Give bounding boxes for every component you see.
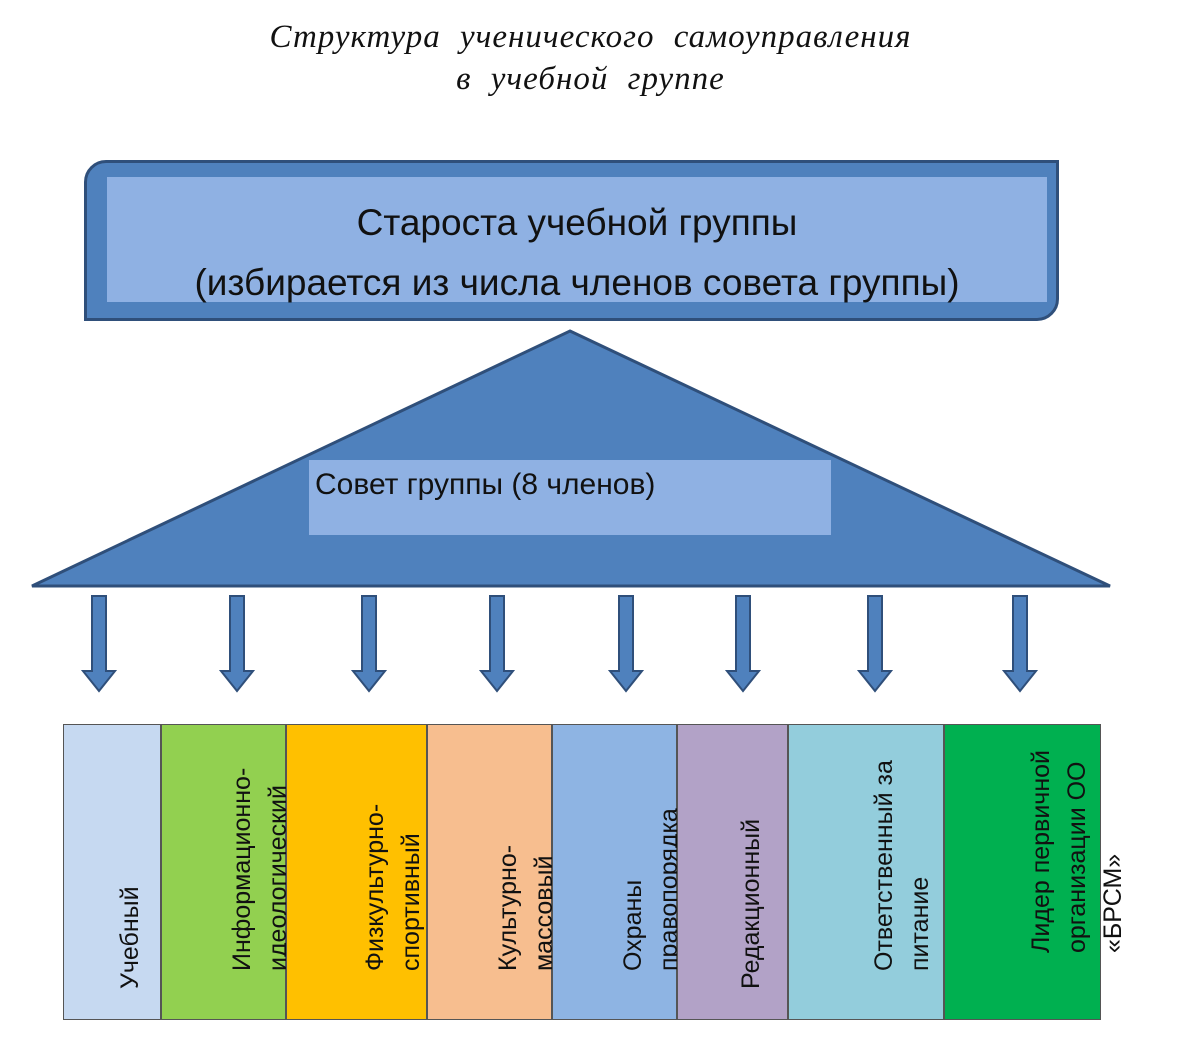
- down-arrow-2: [218, 595, 256, 693]
- committee-label-line: организации ОО: [1062, 761, 1091, 953]
- committee-label: Информационно-идеологический: [224, 768, 296, 971]
- committee-label: Редакционный: [733, 819, 769, 989]
- committee-label: Ответственный за питание: [866, 760, 938, 971]
- committee-label-line: Культурно-: [493, 844, 522, 971]
- group-head-inner: Староста учебной группы (избирается из ч…: [107, 177, 1047, 303]
- council-box: Совет группы (8 членов): [309, 460, 831, 535]
- down-arrow-8: [1001, 595, 1039, 693]
- committee-label-line: спортивный: [396, 833, 425, 971]
- committee-label: Учебный: [112, 886, 148, 989]
- committee-label-line: Информационно-: [227, 767, 256, 971]
- arrows-group: [80, 595, 1039, 693]
- committee-column-6: Редакционный: [677, 724, 788, 1020]
- committee-label-line: Ответственный за: [870, 760, 898, 971]
- down-arrow-1: [80, 595, 118, 693]
- committee-label: Физкультурно-спортивный: [357, 804, 429, 971]
- down-arrow-6: [724, 595, 762, 693]
- council-triangle: [31, 329, 1111, 588]
- group-head-text: Староста учебной группы (избирается из ч…: [107, 193, 1047, 313]
- group-head-line-2: (избирается из числа членов совета групп…: [194, 262, 960, 303]
- down-arrow-5: [607, 595, 645, 693]
- diagram-title: Структура ученического самоуправления в …: [0, 16, 1181, 100]
- council-label: Совет группы (8 членов): [315, 468, 656, 501]
- committee-label-line: питание: [906, 876, 934, 971]
- down-arrow-7: [856, 595, 894, 693]
- title-line-2: в учебной группе: [456, 61, 725, 97]
- down-arrow-4: [478, 595, 516, 693]
- committee-column-3: Физкультурно-спортивный: [286, 724, 427, 1020]
- group-head-box: Староста учебной группы (избирается из ч…: [84, 160, 1059, 321]
- committee-label: Культурно-массовый: [490, 845, 562, 971]
- committee-label-line: Лидер первичной: [1026, 749, 1055, 953]
- committee-column-7: Ответственный за питание: [788, 724, 944, 1020]
- committee-label-line: Физкультурно-: [360, 803, 389, 971]
- down-arrow-3: [350, 595, 388, 693]
- committee-label-line: Учебный: [116, 886, 144, 989]
- committee-column-1: Учебный: [63, 724, 161, 1020]
- committee-label-line: «БРСМ»: [1098, 853, 1127, 953]
- title-line-1: Структура ученического самоуправления: [269, 19, 912, 55]
- committee-column-4: Культурно-массовый: [427, 724, 558, 1020]
- group-head-line-1: Староста учебной группы: [356, 202, 798, 243]
- committee-label-line: Редакционный: [736, 818, 765, 989]
- committee-label-line: Охраны: [618, 879, 647, 971]
- committee-column-2: Информационно-идеологический: [161, 724, 292, 1020]
